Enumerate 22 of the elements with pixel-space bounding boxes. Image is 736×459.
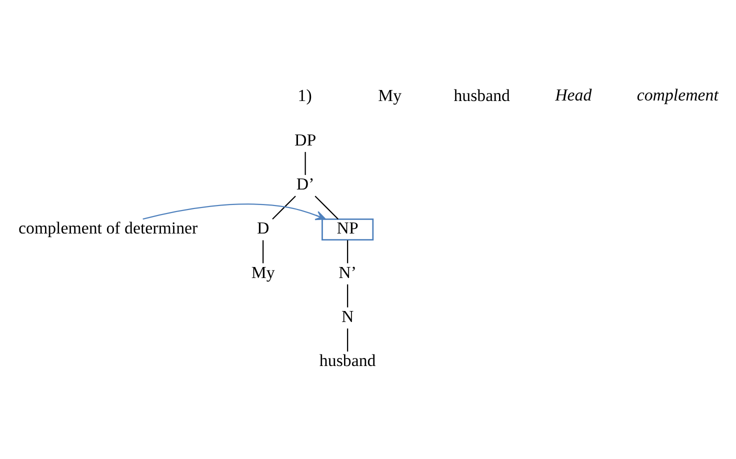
node-box: NP <box>322 218 374 241</box>
connector <box>347 284 348 308</box>
node-text: My <box>251 262 275 282</box>
node-text: D <box>256 218 270 238</box>
node-text: DP <box>294 130 316 150</box>
node-text: D’ <box>296 174 314 194</box>
connector <box>304 152 306 175</box>
node-text: N <box>341 306 354 326</box>
label: 1) <box>298 86 312 106</box>
connector <box>314 196 339 220</box>
node-text: N’ <box>338 262 356 282</box>
connector <box>347 240 348 264</box>
connector <box>347 328 348 352</box>
connector <box>272 196 296 220</box>
label: complement <box>636 85 718 104</box>
node-text: complement of determiner <box>18 218 198 238</box>
label: Head <box>555 85 592 104</box>
label: My <box>378 86 402 106</box>
connector <box>262 240 264 264</box>
arrow <box>142 204 326 220</box>
node-text: husband <box>319 351 376 370</box>
label: husband <box>454 86 510 106</box>
